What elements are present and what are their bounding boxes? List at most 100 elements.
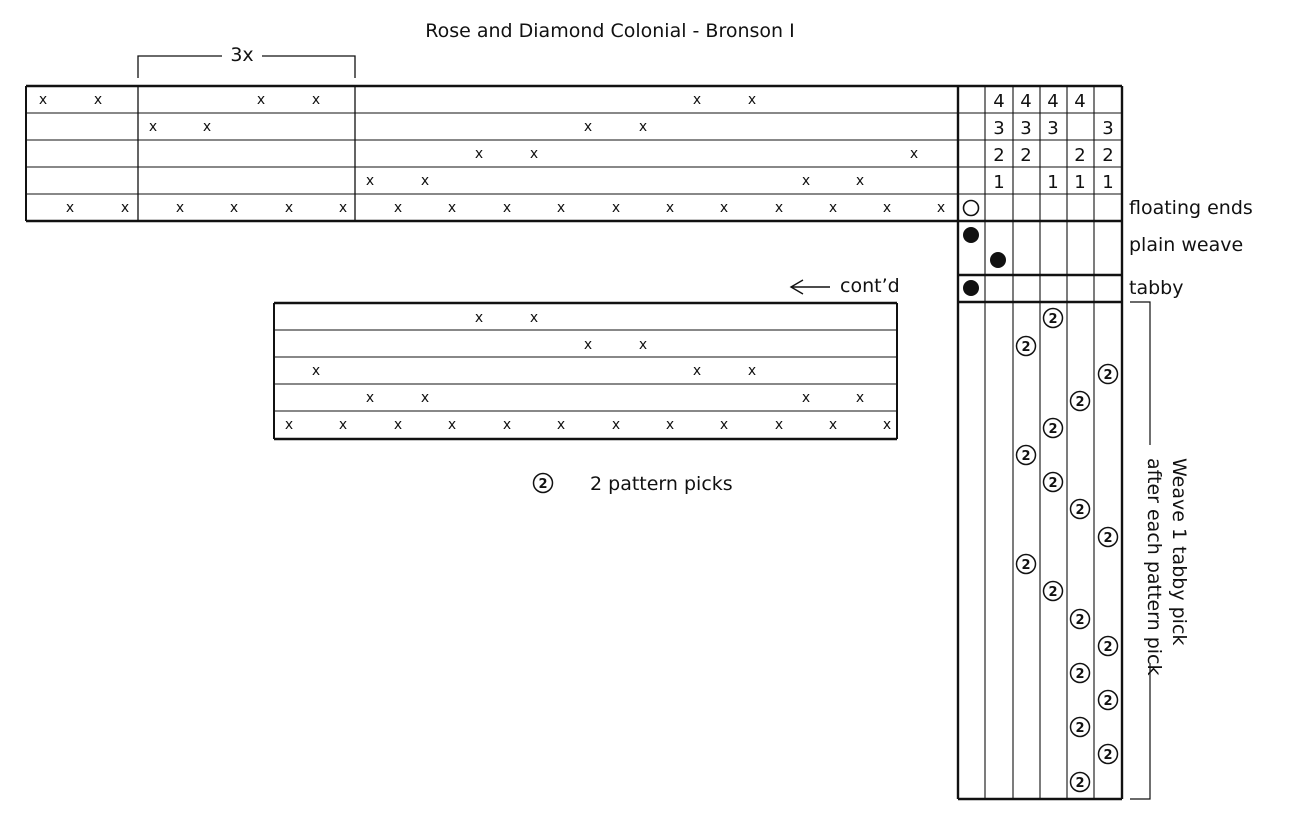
thread-mark: x bbox=[421, 390, 429, 406]
repeat-bracket: 3x bbox=[137, 44, 356, 78]
repeat-label: 3x bbox=[230, 44, 253, 66]
thread-mark: x bbox=[639, 119, 647, 135]
side-note: Weave 1 tabby pick after each pattern pi… bbox=[1143, 458, 1190, 676]
pattern-pick-mark: 2 bbox=[1097, 526, 1119, 548]
continued-arrow: cont’d bbox=[789, 275, 900, 297]
thread-mark: x bbox=[937, 200, 945, 216]
thread-mark: x bbox=[94, 92, 102, 108]
pattern-pick-mark: 2 bbox=[1015, 553, 1037, 575]
thread-mark: x bbox=[312, 363, 320, 379]
thread-mark: x bbox=[693, 92, 701, 108]
svg-text:2: 2 bbox=[1048, 312, 1057, 327]
thread-mark: x bbox=[829, 200, 837, 216]
svg-text:2: 2 bbox=[1103, 748, 1112, 763]
tabby-label: tabby bbox=[1129, 277, 1183, 299]
thread-mark: x bbox=[448, 200, 456, 216]
thread-mark: x bbox=[230, 200, 238, 216]
pattern-pick-mark: 2 bbox=[1097, 689, 1119, 711]
svg-text:2: 2 bbox=[1021, 340, 1030, 355]
svg-text:2: 2 bbox=[1021, 449, 1030, 464]
pattern-pick-mark: 2 bbox=[1097, 743, 1119, 765]
thread-mark: x bbox=[775, 417, 783, 433]
thread-mark: x bbox=[394, 200, 402, 216]
tieup-number: 1 bbox=[1102, 172, 1113, 193]
thread-mark: x bbox=[666, 417, 674, 433]
pattern-pick-mark: 2 bbox=[1069, 498, 1091, 520]
thread-mark: x bbox=[66, 200, 74, 216]
tieup-number: 1 bbox=[1047, 172, 1058, 193]
tieup-number: 3 bbox=[993, 118, 1004, 139]
thread-mark: x bbox=[856, 390, 864, 406]
thread-mark: x bbox=[775, 200, 783, 216]
pattern-pick-mark: 2 bbox=[1042, 471, 1064, 493]
pattern-pick-mark: 2 bbox=[1069, 608, 1091, 630]
pattern-pick-circle-icon bbox=[532, 472, 554, 494]
thread-mark: x bbox=[475, 146, 483, 162]
thread-mark: x bbox=[339, 200, 347, 216]
pattern-pick-mark: 2 bbox=[1097, 635, 1119, 657]
tieup-number: 4 bbox=[993, 91, 1004, 112]
svg-text:2: 2 bbox=[1075, 503, 1084, 518]
draft-title: Rose and Diamond Colonial - Bronson I bbox=[425, 20, 795, 42]
thread-mark: x bbox=[666, 200, 674, 216]
threading-grid-upper bbox=[25, 84, 1122, 223]
tieup-number: 2 bbox=[1102, 145, 1113, 166]
pattern-pick-mark: 2 bbox=[1042, 307, 1064, 329]
thread-mark: x bbox=[339, 417, 347, 433]
thread-mark: x bbox=[802, 390, 810, 406]
tieup-number: 1 bbox=[993, 172, 1004, 193]
thread-mark: x bbox=[557, 417, 565, 433]
thread-mark: x bbox=[448, 417, 456, 433]
thread-mark: x bbox=[366, 390, 374, 406]
tieup-number: 2 bbox=[993, 145, 1004, 166]
side-note-line1: Weave 1 tabby pick bbox=[1168, 458, 1190, 645]
thread-mark: x bbox=[802, 173, 810, 189]
tieup-number: 3 bbox=[1102, 118, 1113, 139]
thread-mark: x bbox=[584, 337, 592, 353]
pattern-pick-mark: 2 bbox=[1015, 444, 1037, 466]
pattern-pick-mark: 2 bbox=[1015, 335, 1037, 357]
legend-symbol: 2 bbox=[538, 477, 547, 492]
plain-weave-dot-icon bbox=[963, 227, 979, 243]
thread-mark: x bbox=[312, 92, 320, 108]
tieup-number: 3 bbox=[1047, 118, 1058, 139]
tieup-number: 4 bbox=[1020, 91, 1031, 112]
thread-mark: x bbox=[257, 92, 265, 108]
thread-mark: x bbox=[503, 417, 511, 433]
thread-mark: x bbox=[394, 417, 402, 433]
thread-mark: x bbox=[748, 363, 756, 379]
thread-mark: x bbox=[39, 92, 47, 108]
svg-text:2: 2 bbox=[1103, 694, 1112, 709]
tieup-number: 3 bbox=[1020, 118, 1031, 139]
thread-mark: x bbox=[748, 92, 756, 108]
tieup-number: 1 bbox=[1074, 172, 1085, 193]
thread-mark: x bbox=[421, 173, 429, 189]
plain-weave-dot-icon bbox=[990, 252, 1006, 268]
thread-mark: x bbox=[584, 119, 592, 135]
floating-ends-label: floating ends bbox=[1129, 197, 1253, 219]
thread-mark: x bbox=[121, 200, 129, 216]
svg-text:2: 2 bbox=[1103, 640, 1112, 655]
svg-text:2: 2 bbox=[1075, 721, 1084, 736]
thread-mark: x bbox=[829, 417, 837, 433]
svg-text:2: 2 bbox=[1048, 585, 1057, 600]
legend: 2 2 pattern picks bbox=[532, 472, 733, 495]
pattern-pick-mark: 2 bbox=[1069, 662, 1091, 684]
thread-mark: x bbox=[530, 146, 538, 162]
plain-weave-label: plain weave bbox=[1129, 234, 1243, 256]
thread-mark: x bbox=[720, 200, 728, 216]
thread-mark: x bbox=[176, 200, 184, 216]
thread-mark: x bbox=[612, 200, 620, 216]
pattern-pick-mark: 2 bbox=[1069, 771, 1091, 793]
thread-mark: x bbox=[285, 200, 293, 216]
thread-mark: x bbox=[856, 173, 864, 189]
thread-mark: x bbox=[883, 417, 891, 433]
thread-mark: x bbox=[530, 310, 538, 326]
svg-text:2: 2 bbox=[1103, 531, 1112, 546]
svg-text:2: 2 bbox=[1075, 395, 1084, 410]
svg-text:2: 2 bbox=[1048, 476, 1057, 491]
